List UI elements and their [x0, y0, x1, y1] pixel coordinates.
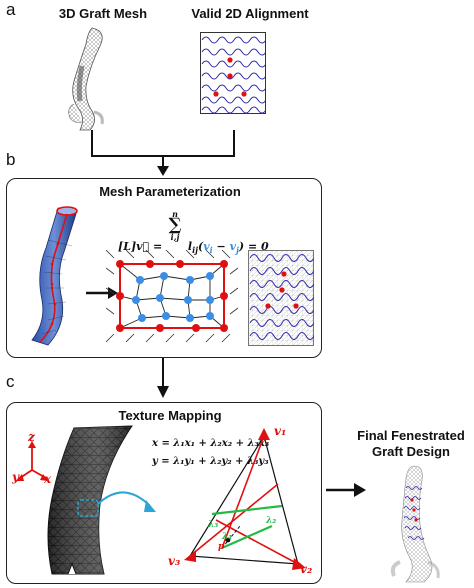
- lambda-label-1: λ₁: [222, 532, 233, 542]
- final-graft-figure: [390, 465, 440, 583]
- eq-l-sub: ij: [192, 245, 198, 256]
- axis-gizmo: [16, 441, 48, 481]
- panel-letter-a: a: [6, 0, 16, 19]
- valid-alignment-title: Valid 2D Alignment: [191, 6, 309, 21]
- eq-vi-sub: i: [209, 245, 213, 256]
- eq-rhs: = 0: [247, 240, 269, 253]
- parameterized-wave-grid: [248, 250, 314, 346]
- vertex-label-v3: v₃: [168, 554, 181, 568]
- eq-vj: v: [229, 240, 236, 253]
- tube-mesh-model: [31, 206, 78, 346]
- vertex-label-v2: v₂: [300, 562, 313, 576]
- curved-mesh-patch: [47, 425, 156, 575]
- barycentric-triangle: [184, 428, 306, 570]
- eq-x-interpolation: x = λ₁x₁ + λ₂x₂ + λ₃x₃: [152, 438, 270, 449]
- vertex-label-v1: v₁: [274, 424, 287, 438]
- final-design-title-line1: Final Fenestrated: [357, 428, 465, 443]
- valid-2d-alignment: [200, 32, 266, 114]
- axis-label-y: y: [12, 470, 19, 484]
- eq-y-interpolation: y = λ₁y₁ + λ₂y₂ + λ₃y₃: [152, 456, 269, 467]
- sum-sign: ∑: [168, 215, 182, 235]
- lambda-label-3: λ₃: [208, 520, 219, 530]
- eq-minus: −: [216, 240, 226, 253]
- final-design-title-line2: Graft Design: [371, 444, 450, 459]
- graft-mesh-figure: [68, 27, 104, 131]
- panel-b-box: [6, 178, 322, 358]
- connector-b-to-c: [157, 358, 169, 398]
- texture-mapping-title: Texture Mapping: [118, 408, 222, 423]
- lambda-label-2: λ₂: [266, 516, 277, 526]
- eq-vj-sub: j: [235, 245, 239, 256]
- eq-vi: v: [203, 240, 210, 253]
- panel-letter-c: c: [6, 372, 15, 391]
- panel-letter-b: b: [6, 150, 16, 169]
- sum-bottom: i,j: [170, 232, 180, 242]
- mesh-parameterization-title: Mesh Parameterization: [99, 184, 241, 199]
- axis-label-z: z: [28, 430, 35, 444]
- laplacian-equation: [L]v⃗ = n ∑ i,j lij(vi − vj) = 0: [118, 209, 269, 256]
- point-label-p: p: [218, 542, 225, 552]
- sum-top: n: [172, 209, 178, 219]
- axis-label-x: x: [44, 472, 52, 486]
- panel-c-box: [6, 402, 322, 584]
- eq-l: l: [187, 240, 193, 253]
- connector-a-to-b: [91, 130, 235, 176]
- spring-lattice: [106, 250, 239, 343]
- graft-mesh-title: 3D Graft Mesh: [58, 6, 148, 21]
- arrow-to-final: [326, 483, 366, 497]
- eq-lhs: [L]v⃗ =: [118, 240, 163, 253]
